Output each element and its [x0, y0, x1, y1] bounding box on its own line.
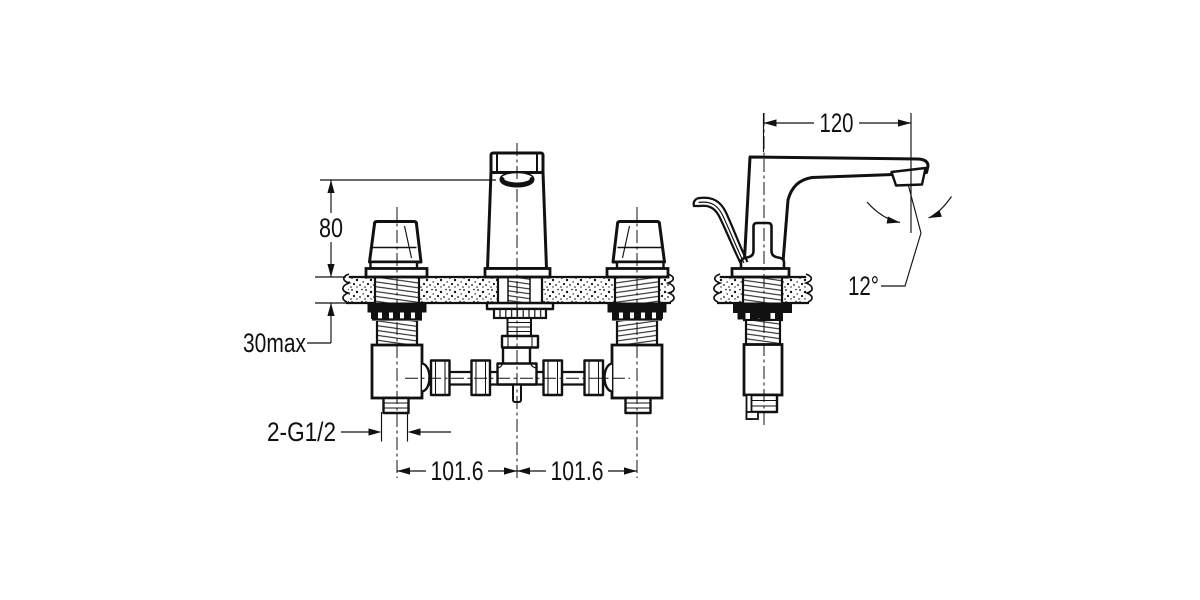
centerlines	[396, 113, 765, 478]
left-handle-valve	[364, 220, 431, 415]
deck-thickness-label: 30max	[243, 328, 306, 358]
elbow-bulb	[421, 362, 431, 393]
ribbed-nut	[492, 307, 548, 320]
break-line-icon	[342, 273, 352, 303]
coupler	[500, 334, 540, 349]
spout-front	[483, 151, 555, 349]
break-line-icon	[713, 273, 723, 303]
spray-angle-label: 12°	[848, 271, 879, 301]
hole-spacing-left-label: 101.6	[431, 456, 484, 486]
dimension-spray-angle: 12°	[848, 183, 952, 301]
hole-spacing-right-label: 101.6	[551, 456, 604, 486]
countertop-side	[713, 273, 813, 305]
side-view	[692, 155, 930, 420]
break-line-icon	[665, 273, 675, 303]
valve-body-side	[742, 343, 784, 397]
inlet-tail	[382, 396, 410, 415]
dimension-inlet-thread: 2-G1/2	[267, 412, 451, 447]
spout-profile	[742, 155, 930, 270]
handle-knob	[368, 220, 423, 264]
undercounter-side	[733, 303, 792, 420]
front-view	[342, 151, 675, 415]
inlet-thread-label: 2-G1/2	[267, 417, 336, 447]
break-line-icon	[803, 273, 813, 303]
dimensions: 80 30max 2-G1/2 101.6	[243, 108, 952, 486]
lever-handle	[692, 196, 749, 265]
dimension-hole-spacing-right: 101.6	[517, 456, 637, 486]
locknut	[733, 303, 792, 313]
spout-reach-label: 120	[820, 108, 854, 138]
base-flange-side	[730, 267, 791, 279]
faucet-side-profile	[692, 155, 930, 279]
dimension-spout-height: 80	[319, 179, 496, 277]
dimension-deck-thickness: 30max	[243, 276, 346, 358]
dimension-spout-reach: 120	[762, 108, 912, 233]
spout-nozzle	[890, 166, 927, 187]
spout-height-label: 80	[319, 213, 343, 243]
bottom-fitting	[747, 393, 779, 414]
right-handle-valve	[603, 220, 670, 415]
dimension-hole-spacing-left: 101.6	[397, 456, 517, 486]
